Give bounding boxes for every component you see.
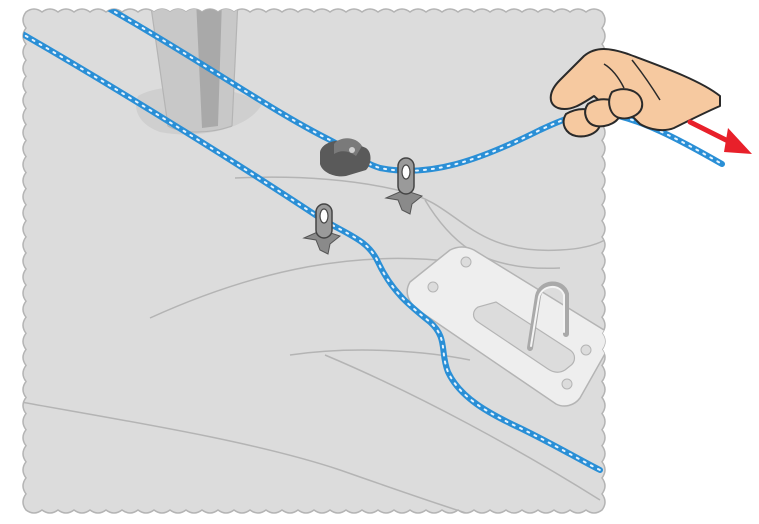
plate-screw <box>461 257 471 267</box>
hand-finger <box>609 89 642 118</box>
fairlead-eye <box>320 209 328 223</box>
fairlead-eye <box>402 165 410 179</box>
plate-screw <box>581 345 591 355</box>
plate-screw <box>562 379 572 389</box>
cleat-pin <box>349 147 355 153</box>
plate-screw <box>428 282 438 292</box>
pull-arrow-head <box>724 128 752 154</box>
